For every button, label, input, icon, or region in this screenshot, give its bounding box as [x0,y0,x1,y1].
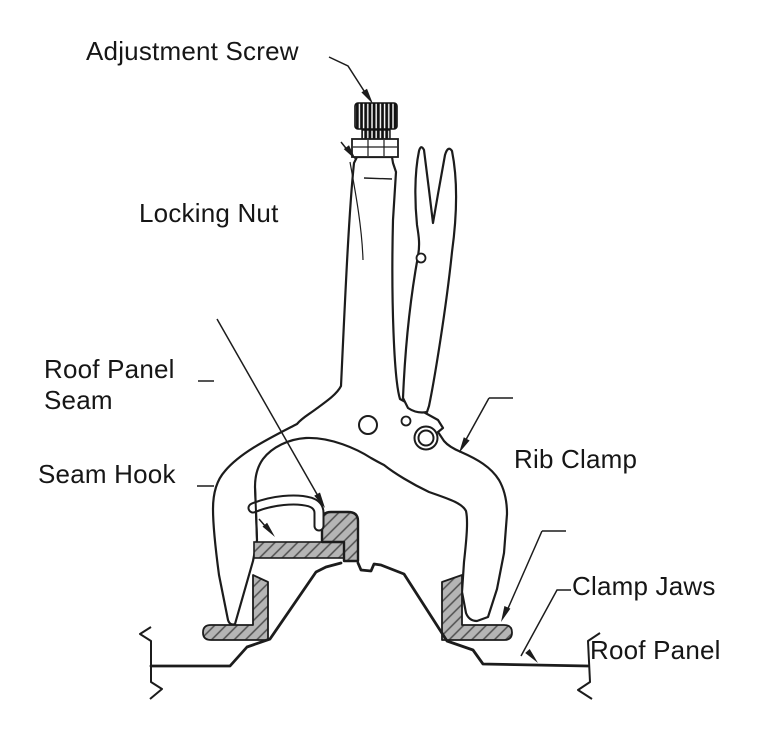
lever-pivot-hole [417,429,435,447]
label-roof-panel-seam-line1: Roof Panel [44,354,175,384]
leaders [197,56,571,657]
arrow-locking-nut [343,145,356,160]
seam-hook-part [247,486,325,541]
clamp-body [211,155,509,626]
arrow-roof-panel [525,649,538,663]
release-lever [401,146,458,414]
locking-nut-part [351,138,399,158]
leader-roof-panel-seam [216,318,319,497]
arrow-rib-clamp [459,437,470,453]
roof-panel-profile [139,561,601,700]
break-mark-right [577,632,601,700]
clamp-jaw-left [202,574,269,641]
arrow-adjustment-screw [361,88,373,104]
label-locking-nut: Locking Nut [139,198,279,228]
label-roof-panel-seam: Roof Panel Seam [44,354,175,416]
leader-clamp-jaws [505,530,543,614]
break-mark-left [139,626,163,700]
label-clamp-jaws: Clamp Jaws [572,571,716,601]
leader-rib-clamp [462,397,490,446]
arrowheads [262,88,538,663]
arrow-roof-panel-seam [314,492,325,508]
main-pivot-hole [358,415,378,435]
label-roof-panel: Roof Panel [590,635,721,665]
arrow-clamp-jaws [501,606,511,622]
small-pin-hole [400,415,412,427]
adjustment-screw-part [354,102,398,141]
label-rib-clamp: Rib Clamp [514,444,638,474]
roof-panel-seam-section [253,510,360,563]
label-roof-panel-seam-line2: Seam [44,385,113,415]
label-adjustment-screw: Adjustment Screw [86,36,299,66]
label-seam-hook: Seam Hook [38,459,176,489]
lever-pin-hole [415,252,427,264]
clamp-jaw-right [441,574,513,641]
pivots [358,415,439,451]
arrow-seam-bar [262,522,275,537]
leader-roof-panel [520,589,571,657]
leader-adjustment-screw [328,56,367,95]
